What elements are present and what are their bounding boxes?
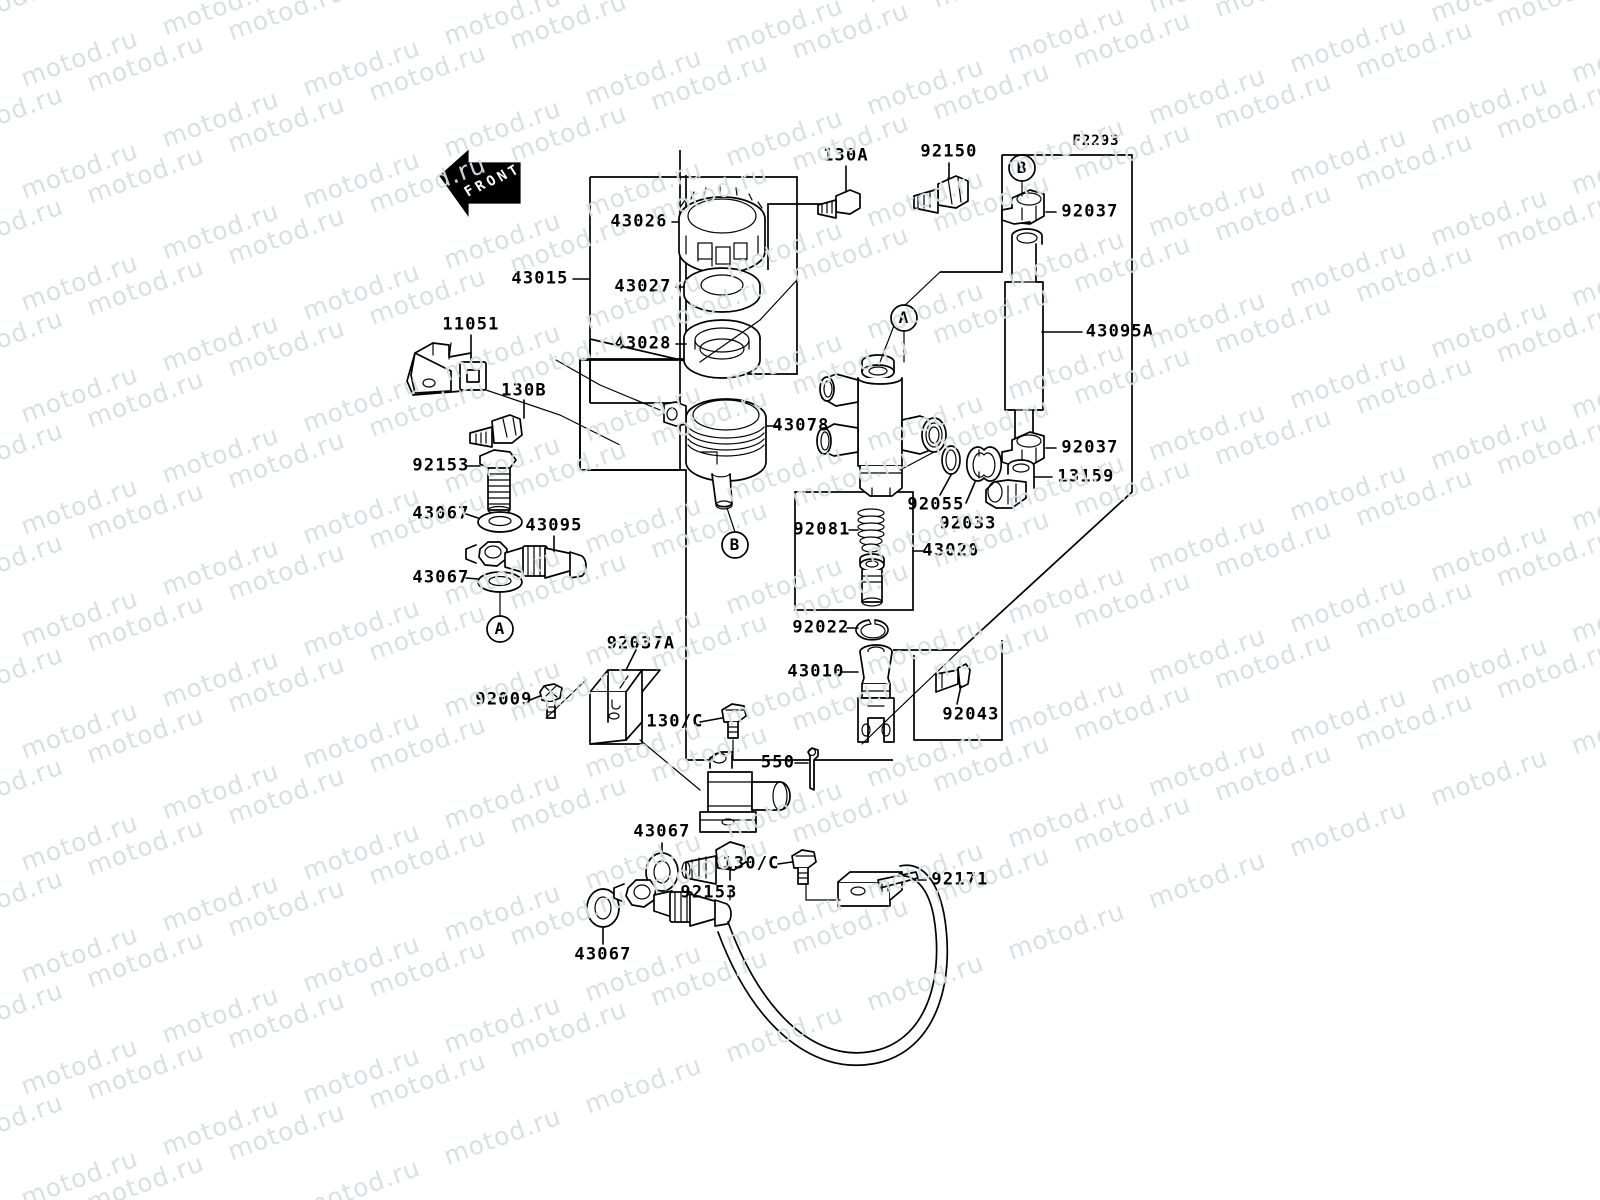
part-92022 <box>855 619 889 641</box>
label-43067-bottomleft: 43067 <box>574 944 632 965</box>
part-130C-lower <box>791 849 817 885</box>
part-43078 <box>663 398 767 510</box>
label-13159: 13159 <box>1057 466 1115 487</box>
front-direction-icon: F R O N T <box>438 143 522 217</box>
part-92153-bottom <box>681 841 747 885</box>
label-43015: 43015 <box>511 268 569 289</box>
part-92037-upper <box>1001 189 1045 225</box>
part-130A <box>817 189 861 219</box>
marker-letter-A-top: A <box>898 308 910 327</box>
group-outline-lower-right <box>913 640 1003 741</box>
part-92150 <box>913 175 969 214</box>
label-92043: 92043 <box>942 704 1000 725</box>
label-92150: 92150 <box>920 141 978 162</box>
part-92043 <box>935 663 971 693</box>
label-92033: 92033 <box>939 513 997 534</box>
part-92081 <box>857 508 885 553</box>
label-43067-bottomcenter: 43067 <box>633 821 691 842</box>
label-43078: 43078 <box>772 415 830 436</box>
part-130C-upper <box>721 703 747 739</box>
part-11051 <box>406 342 487 396</box>
label-130C-upper: 130/C <box>646 711 704 732</box>
marker-letter-A-left: A <box>494 619 506 638</box>
label-92153-bottom: 92153 <box>680 882 738 903</box>
part-43010 <box>857 644 895 743</box>
part-43095A <box>1004 228 1044 457</box>
label-92055: 92055 <box>907 494 965 515</box>
part-43067-upper <box>477 511 523 533</box>
label-43010: 43010 <box>787 661 845 682</box>
label-43020: 43020 <box>922 540 980 561</box>
circle-marker-B-top <box>1008 154 1036 197</box>
circle-markers <box>486 154 1036 643</box>
part-43020 <box>859 553 885 607</box>
circle-marker-A-top <box>890 304 918 363</box>
part-lower-cylinder-body <box>699 751 791 833</box>
part-43027 <box>683 267 761 313</box>
reference-lines <box>485 154 1003 901</box>
part-lower-hose <box>613 879 732 927</box>
marker-letter-B-mid: B <box>729 535 741 554</box>
part-43095 <box>465 541 587 579</box>
part-92055 <box>941 445 961 475</box>
label-92037A: 92037A <box>606 633 676 654</box>
part-43067-bottomleft <box>586 888 620 928</box>
label-92037-lower: 92037 <box>1061 437 1119 458</box>
marker-letter-B-top: B <box>1016 158 1028 177</box>
label-130A: 130A <box>823 145 869 166</box>
label-92081: 92081 <box>793 519 851 540</box>
part-130B <box>469 414 523 448</box>
part-92153-upper <box>479 449 517 515</box>
label-43095: 43095 <box>525 515 583 536</box>
label-43067-lowerleft: 43067 <box>412 567 470 588</box>
leader-lines <box>465 162 1083 945</box>
part-92033 <box>965 446 1003 482</box>
part-master-cylinder-body <box>816 354 947 497</box>
circle-marker-B-mid <box>721 507 749 559</box>
part-550 <box>807 747 819 791</box>
label-92009: 92009 <box>475 689 533 710</box>
part-43028 <box>683 319 761 379</box>
label-130B: 130B <box>501 380 547 401</box>
label-43027: 43027 <box>614 276 672 297</box>
label-130C-bottom: 130/C <box>722 853 780 874</box>
group-outline-43020 <box>794 491 914 611</box>
part-92171 <box>837 871 919 907</box>
label-92037-upper: 92037 <box>1061 201 1119 222</box>
label-43028: 43028 <box>614 333 672 354</box>
part-13159 <box>985 459 1035 509</box>
part-hose-routing <box>717 864 949 1067</box>
label-550: 550 <box>760 752 796 773</box>
diagram-code: F2293 <box>1072 133 1120 149</box>
part-43067-lowerleft <box>477 571 523 593</box>
part-92037A <box>589 669 661 745</box>
circle-marker-A-left <box>486 591 514 643</box>
label-92171: 92171 <box>931 869 989 890</box>
label-43095A: 43095A <box>1085 321 1155 342</box>
part-43026 <box>678 185 766 274</box>
label-92022: 92022 <box>792 617 850 638</box>
label-43026: 43026 <box>610 211 668 232</box>
label-92153-upper: 92153 <box>412 455 470 476</box>
label-11051: 11051 <box>442 314 500 335</box>
label-43067-upper: 43067 <box>412 503 470 524</box>
